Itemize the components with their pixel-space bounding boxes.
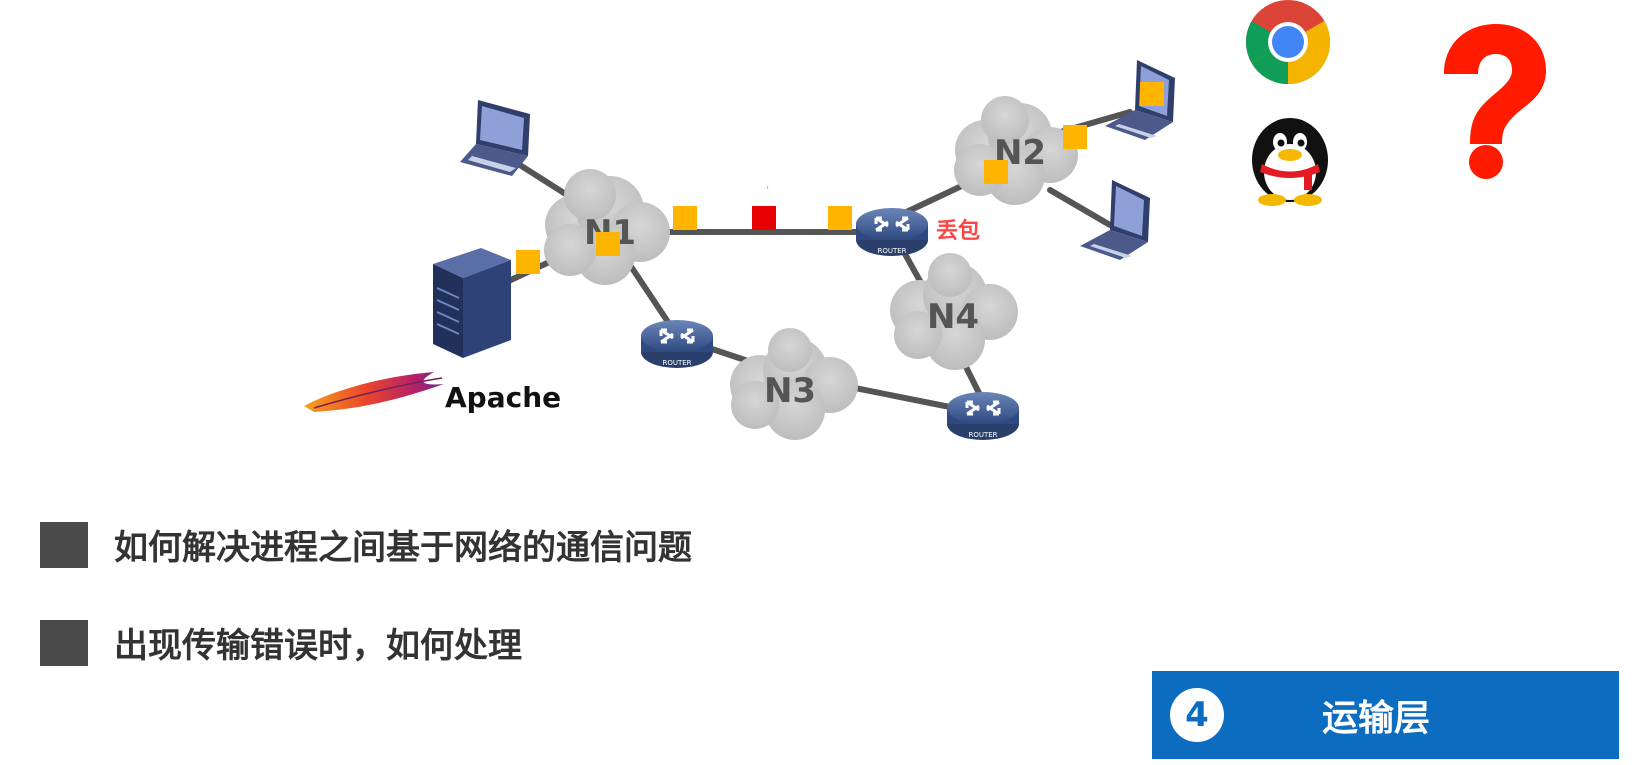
server-icon — [433, 248, 511, 358]
cloud-n2: N2 — [954, 96, 1078, 205]
question-mark-icon — [1444, 24, 1546, 179]
layer-banner: 4 运输层 — [1152, 671, 1619, 759]
qq-penguin-icon — [1252, 118, 1328, 206]
bullet-square-icon — [40, 521, 88, 568]
packet — [1063, 125, 1087, 149]
link-n1-router2 — [627, 262, 673, 328]
link-n2-laptop3 — [1047, 187, 1113, 228]
layer-name: 运输层 — [1322, 698, 1431, 739]
apache-label: Apache — [445, 381, 561, 414]
router-label: ROUTER — [968, 431, 997, 439]
chrome-icon — [1245, 0, 1331, 85]
laptop-icon — [460, 100, 530, 176]
cloud-label-n4: N4 — [927, 297, 979, 337]
packet — [1140, 82, 1164, 106]
loss-label: 丢包 — [936, 218, 980, 244]
router-icon: ROUTER — [641, 320, 713, 368]
router-label: ROUTER — [877, 247, 906, 255]
bullet-text: 如何解决进程之间基于网络的通信问题 — [114, 528, 692, 568]
cloud-n3: N3 — [730, 328, 858, 440]
cloud-n4: N4 — [890, 253, 1018, 370]
packet — [516, 250, 540, 274]
packet-error — [752, 206, 776, 230]
router-label: ROUTER — [662, 359, 691, 367]
cloud-n1: N1 — [544, 169, 670, 285]
bullet-item: 出现传输错误时，如何处理 — [40, 618, 522, 667]
packet — [596, 232, 620, 256]
packet — [984, 160, 1008, 184]
bullet-square-icon — [40, 619, 88, 666]
network-diagram: N1 N2 N3 N4 ROUTER ROUTER — [304, 0, 1546, 440]
laptop-icon — [1080, 180, 1150, 260]
cloud-label-n3: N3 — [764, 371, 816, 411]
packet — [673, 206, 697, 230]
router-icon: ROUTER — [856, 208, 928, 256]
packet — [828, 206, 852, 230]
router-icon: ROUTER — [947, 392, 1019, 440]
bullet-text: 出现传输错误时，如何处理 — [114, 626, 522, 666]
bullet-item: 如何解决进程之间基于网络的通信问题 — [40, 520, 692, 569]
apache-feather-icon — [304, 372, 444, 412]
link-n3-router3 — [837, 382, 968, 413]
packets — [516, 82, 1164, 274]
layer-number-badge: 4 — [1170, 688, 1224, 742]
error-label: 误码 — [743, 177, 787, 202]
